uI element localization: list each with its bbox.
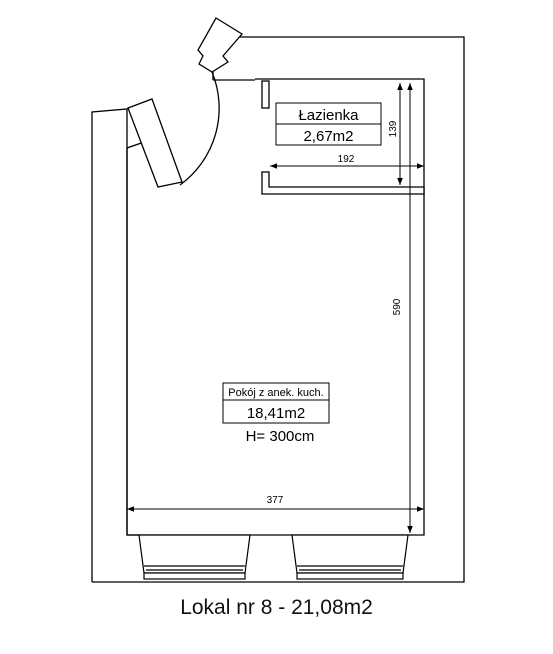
dimension-lines	[127, 83, 424, 533]
window-icon	[138, 534, 409, 580]
door-icon	[127, 17, 243, 188]
bathroom-label-box	[275, 102, 382, 146]
walls	[91, 36, 465, 583]
bathroom-name: Łazienka	[298, 107, 359, 124]
room-label-box	[222, 382, 330, 424]
bathroom-partition	[261, 80, 425, 195]
height-total-label: 590	[392, 298, 403, 315]
inner-wall	[127, 78, 425, 536]
room-height: H= 300cm	[246, 428, 315, 445]
plan-caption: Lokal nr 8 - 21,08m2	[180, 596, 373, 619]
room-area: 18,41m2	[247, 405, 305, 422]
width-total-label: 377	[267, 495, 284, 506]
outer-wall	[91, 108, 140, 582]
bath-width-label: 192	[338, 154, 355, 165]
bath-height-label: 139	[388, 120, 399, 137]
room-name: Pokój z anek. kuch.	[228, 387, 323, 399]
outer-wall-right	[92, 36, 465, 583]
bathroom-area: 2,67m2	[303, 128, 353, 145]
